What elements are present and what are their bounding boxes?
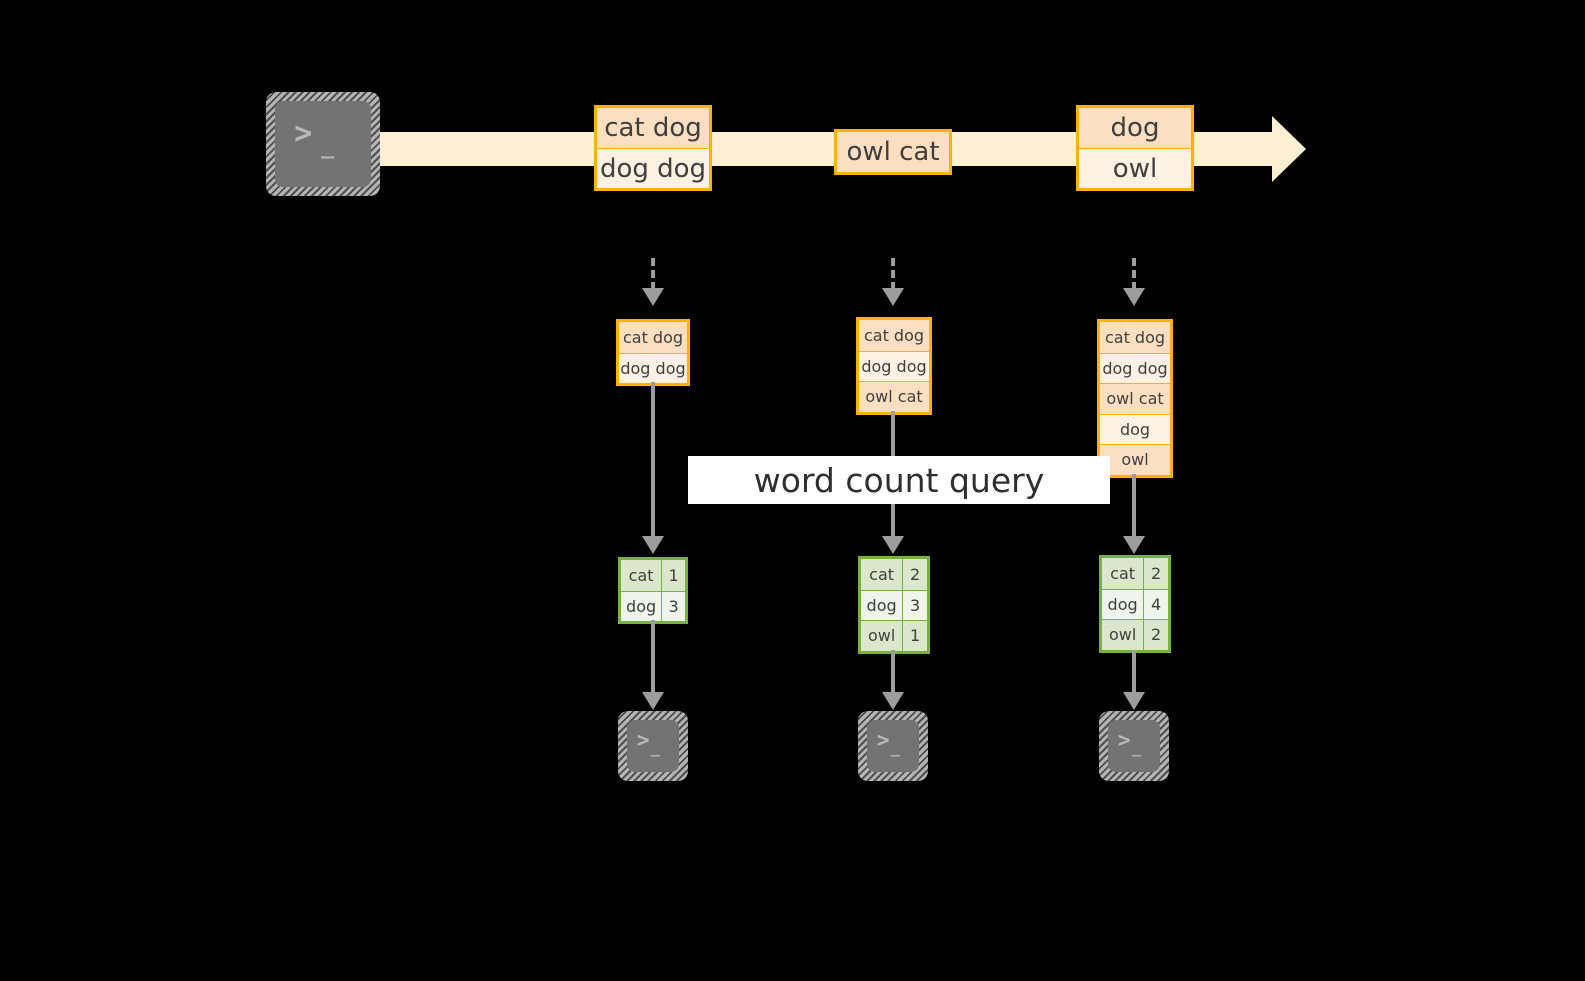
sink-arrow-1-head	[642, 692, 664, 710]
result-count: 1	[903, 621, 927, 651]
sink-terminal-icon-2[interactable]: > _	[858, 711, 928, 781]
input-row: dog dog	[619, 352, 687, 383]
prompt-cursor-icon: _	[321, 134, 334, 160]
result-row: dog 4	[1102, 588, 1168, 619]
input-row: dog dog	[1100, 352, 1170, 383]
prompt-chevron-icon: >	[294, 116, 313, 152]
sink-arrow-3-line	[1132, 650, 1136, 692]
input-row: dog dog	[859, 350, 929, 381]
result-count: 2	[1144, 558, 1168, 589]
prompt-chevron-icon: >	[636, 728, 650, 753]
result-word: dog	[621, 591, 663, 621]
batch-line: cat dog	[597, 108, 709, 148]
source-terminal-icon[interactable]: > _	[266, 92, 380, 196]
timeline-batch-1[interactable]: cat dog dog dog	[594, 105, 712, 191]
input-table-1[interactable]: cat dog dog dog	[616, 319, 690, 386]
sink-arrow-3-head	[1123, 692, 1145, 710]
trigger-arrow-1-line	[651, 258, 655, 290]
result-row: cat 2	[861, 559, 927, 590]
prompt-chevron-icon: >	[1117, 728, 1131, 753]
result-row: owl 1	[861, 620, 927, 651]
query-banner-label: word count query	[753, 460, 1045, 500]
prompt-chevron-icon: >	[876, 728, 890, 753]
batch-line: dog	[1079, 108, 1191, 148]
input-row: owl cat	[1100, 383, 1170, 414]
sink-arrow-2-head	[882, 692, 904, 710]
trigger-arrow-1-head	[642, 288, 664, 306]
trigger-arrow-3-head	[1123, 288, 1145, 306]
result-table-3[interactable]: cat 2 dog 4 owl 2	[1099, 555, 1171, 653]
result-table-2[interactable]: cat 2 dog 3 owl 1	[858, 556, 930, 654]
result-word: dog	[861, 590, 904, 620]
result-word: owl	[861, 621, 904, 651]
result-word: cat	[621, 560, 663, 591]
sink-terminal-screen: > _	[627, 720, 679, 772]
result-count: 4	[1144, 589, 1168, 619]
prompt-cursor-icon: _	[650, 738, 660, 757]
timeline-batch-2[interactable]: owl cat	[834, 129, 952, 175]
query-arrow-3-head	[1123, 536, 1145, 554]
sink-terminal-icon-3[interactable]: > _	[1099, 711, 1169, 781]
result-row: owl 2	[1102, 619, 1168, 650]
batch-line: owl	[1079, 148, 1191, 188]
prompt-cursor-icon: _	[1131, 738, 1141, 757]
input-row: cat dog	[619, 322, 687, 353]
batch-line: dog dog	[597, 148, 709, 188]
result-row: cat 1	[621, 560, 685, 591]
sink-arrow-2-line	[891, 650, 895, 692]
timeline-batch-3[interactable]: dog owl	[1076, 105, 1194, 191]
result-count: 3	[903, 590, 927, 620]
query-arrow-3-line	[1132, 474, 1136, 536]
trigger-arrow-2-line	[891, 258, 895, 290]
input-row: owl	[1100, 444, 1170, 475]
sink-terminal-screen: > _	[1108, 720, 1160, 772]
query-arrow-1-head	[642, 536, 664, 554]
query-banner: word count query	[688, 456, 1110, 504]
sink-terminal-icon-1[interactable]: > _	[618, 711, 688, 781]
result-count: 2	[1144, 620, 1168, 650]
source-terminal-screen: > _	[275, 101, 371, 187]
result-row: cat 2	[1102, 558, 1168, 589]
query-arrow-1-line	[651, 382, 655, 536]
batch-line: owl cat	[837, 132, 949, 172]
result-count: 3	[662, 591, 685, 621]
sink-arrow-1-line	[651, 620, 655, 692]
input-row: cat dog	[859, 320, 929, 351]
input-row: dog	[1100, 413, 1170, 444]
result-word: dog	[1102, 589, 1145, 619]
result-count: 2	[903, 559, 927, 590]
input-table-3[interactable]: cat dog dog dog owl cat dog owl	[1097, 319, 1173, 478]
result-word: cat	[1102, 558, 1145, 589]
input-row: cat dog	[1100, 322, 1170, 353]
trigger-arrow-3-line	[1132, 258, 1136, 290]
result-count: 1	[662, 560, 685, 591]
result-table-1[interactable]: cat 1 dog 3	[618, 557, 688, 624]
trigger-arrow-2-head	[882, 288, 904, 306]
sink-terminal-screen: > _	[867, 720, 919, 772]
result-word: owl	[1102, 620, 1145, 650]
result-row: dog 3	[861, 589, 927, 620]
input-row: owl cat	[859, 381, 929, 412]
result-word: cat	[861, 559, 904, 590]
input-table-2[interactable]: cat dog dog dog owl cat	[856, 317, 932, 415]
timeline-arrowhead	[1272, 116, 1306, 182]
query-arrow-2-head	[882, 536, 904, 554]
result-row: dog 3	[621, 590, 685, 621]
prompt-cursor-icon: _	[890, 738, 900, 757]
